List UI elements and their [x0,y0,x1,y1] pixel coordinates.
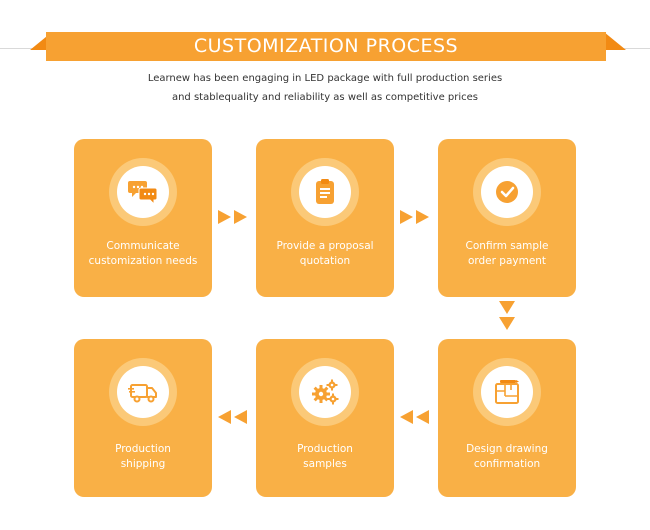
clipboard-icon [316,179,334,204]
subtitle-line-1: Learnew has been engaging in LED package… [147,73,503,84]
chat-bubbles-icon [128,181,158,206]
header-rule-right [615,48,650,49]
header-rule-left [0,48,40,49]
step-card-samples: Production samples [256,339,394,497]
step-label: Provide a proposal quotation [276,240,374,267]
step-label: Design drawing confirmation [466,443,548,470]
arrow-down [499,301,515,330]
delivery-truck-icon [128,384,157,403]
step-card-communicate: Communicate customization needs [74,139,212,297]
arrow-left-1 [218,410,247,424]
arrow-left-2 [400,410,429,424]
arrow-right-1 [218,210,247,224]
step-label: Production shipping [115,443,171,470]
blueprint-icon [495,380,519,404]
step-label: Confirm sample order payment [465,240,549,267]
step-label: Production samples [297,443,353,470]
step-label: Communicate customization needs [88,240,198,267]
banner-flap-right [604,32,626,50]
step-card-shipping: Production shipping [74,339,212,497]
gears-icon [312,379,339,405]
step-card-proposal: Provide a proposal quotation [256,139,394,297]
subtitle-line-2: and stablequality and reliability as wel… [171,92,479,103]
arrow-right-2 [400,210,429,224]
checkmark-icon [496,181,518,203]
step-card-design-drawing: Design drawing confirmation [438,339,576,497]
page-title: CUSTOMIZATION PROCESS [46,32,606,61]
step-card-confirm-payment: Confirm sample order payment [438,139,576,297]
